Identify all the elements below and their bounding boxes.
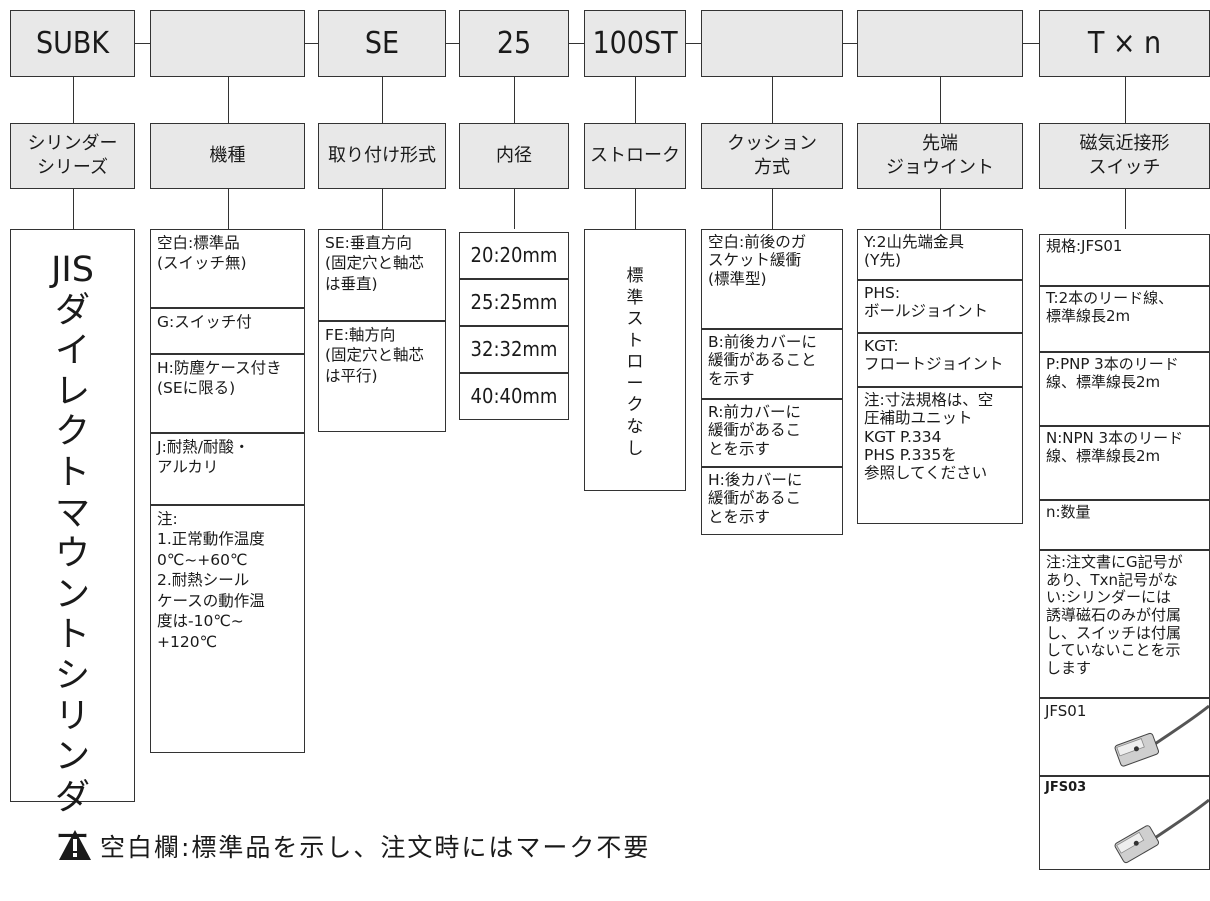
- warning-triangle-icon: [59, 830, 91, 860]
- code-box-mount: SE: [318, 10, 446, 77]
- cushion-option: R:前カバーに 緩衝があるこ とを示す: [701, 399, 843, 467]
- switch-option: T:2本のリード線、 標準線長2m: [1039, 286, 1210, 352]
- code-connector: [569, 43, 584, 44]
- switch-image-label: JFS01: [1045, 702, 1087, 720]
- switch-option: N:NPN 3本のリード 線、標準線長2m: [1039, 426, 1210, 500]
- code-box-series: SUBK: [10, 10, 135, 77]
- series-box: [10, 229, 135, 802]
- code-box-cushion: [701, 10, 843, 77]
- footer-note: 空白欄:標準品を示し、注文時にはマーク不要: [100, 833, 651, 862]
- header-to-options-line: [772, 189, 773, 229]
- code-box-switch: T × n: [1039, 10, 1210, 77]
- code-to-header-line: [227, 77, 229, 123]
- code-box-bore: 25: [459, 10, 569, 77]
- mount-option: SE:垂直方向 (固定穴と軸芯 は垂直): [318, 229, 446, 321]
- code-connector: [446, 43, 459, 44]
- header-stroke: ストローク: [584, 123, 686, 189]
- model-option: 空白:標準品 (スイッチ無): [150, 229, 305, 308]
- header-to-options-line: [227, 189, 229, 229]
- header-mount: 取り付け形式: [318, 123, 446, 189]
- switch-option: 規格:JFS01: [1039, 234, 1210, 286]
- code-to-header-line: [514, 77, 515, 123]
- model-option: 注: 1.正常動作温度 0℃~+60℃ 2.耐熱シール ケースの動作温 度は-1…: [150, 505, 305, 753]
- header-to-options-line: [514, 189, 515, 229]
- rodend-option: PHS: ボールジョイント: [857, 280, 1023, 333]
- code-to-header-line: [772, 77, 773, 123]
- header-bore: 内径: [459, 123, 569, 189]
- code-connector: [843, 43, 857, 44]
- header-to-options-line: [940, 189, 941, 229]
- rodend-option: 注:寸法規格は、空 圧補助ユニット KGT P.334 PHS P.335を 参…: [857, 387, 1023, 524]
- stroke-box: [584, 229, 686, 491]
- code-box-stroke: 100ST: [584, 10, 686, 77]
- mount-option: FE:軸方向 (固定穴と軸芯 は平行): [318, 321, 446, 432]
- code-to-header-line: [1124, 77, 1126, 123]
- switch-option: 注:注文書にG記号が あり、Txn記号がな い:シリンダーには 誘導磁石のみが付…: [1039, 550, 1210, 698]
- code-to-header-line: [940, 77, 941, 123]
- code-to-header-line: [72, 77, 74, 123]
- bore-option: 25:25mm: [459, 279, 569, 326]
- bore-option: 32:32mm: [459, 326, 569, 373]
- switch-image-panel: [1039, 698, 1210, 776]
- code-connector: [305, 43, 318, 44]
- header-model: 機種: [150, 123, 305, 189]
- series-name: JIS ダ イ レ ク ト マ ウ ン ト シ リ ン ダ ー: [51, 250, 94, 858]
- model-option: G:スイッチ付: [150, 308, 305, 354]
- bore-option: 40:40mm: [459, 373, 569, 420]
- cushion-option: B:前後カバーに 緩衝があること を示す: [701, 329, 843, 399]
- jfs01-switch-image: [1114, 704, 1209, 767]
- header-to-options-line: [72, 189, 74, 229]
- code-connector: [686, 43, 701, 44]
- rodend-option: Y:2山先端金具 (Y先): [857, 229, 1023, 280]
- header-to-options-line: [382, 189, 383, 229]
- bore-option: 20:20mm: [459, 232, 569, 279]
- code-box-rodend: [857, 10, 1023, 77]
- header-series: シリンダー シリーズ: [10, 123, 135, 189]
- header-switch: 磁気近接形 スイッチ: [1039, 123, 1210, 189]
- code-to-header-line: [382, 77, 383, 123]
- cushion-option: H:後カバーに 緩衝があるこ とを示す: [701, 467, 843, 535]
- code-connector: [135, 43, 150, 44]
- header-rodend: 先端 ジョウイント: [857, 123, 1023, 189]
- stroke-note: 標 準 ス ト ロ ー ク な し: [626, 266, 644, 459]
- code-box-model: [150, 10, 305, 77]
- switch-image-label: JFS03: [1045, 780, 1087, 795]
- switch-option: n:数量: [1039, 500, 1210, 550]
- header-to-options-line: [635, 189, 636, 229]
- model-option: J:耐熱/耐酸・ アルカリ: [150, 433, 305, 505]
- model-option: H:防塵ケース付き (SEに限る): [150, 354, 305, 433]
- switch-option: P:PNP 3本のリード 線、標準線長2m: [1039, 352, 1210, 426]
- jfs03-switch-image: [1114, 798, 1209, 864]
- cushion-option: 空白:前後のガ スケット緩衝 (標準型): [701, 229, 843, 329]
- header-to-options-line: [1124, 189, 1126, 229]
- code-to-header-line: [635, 77, 636, 123]
- code-connector: [1023, 43, 1039, 44]
- rodend-option: KGT: フロートジョイント: [857, 333, 1023, 387]
- header-cushion: クッション 方式: [701, 123, 843, 189]
